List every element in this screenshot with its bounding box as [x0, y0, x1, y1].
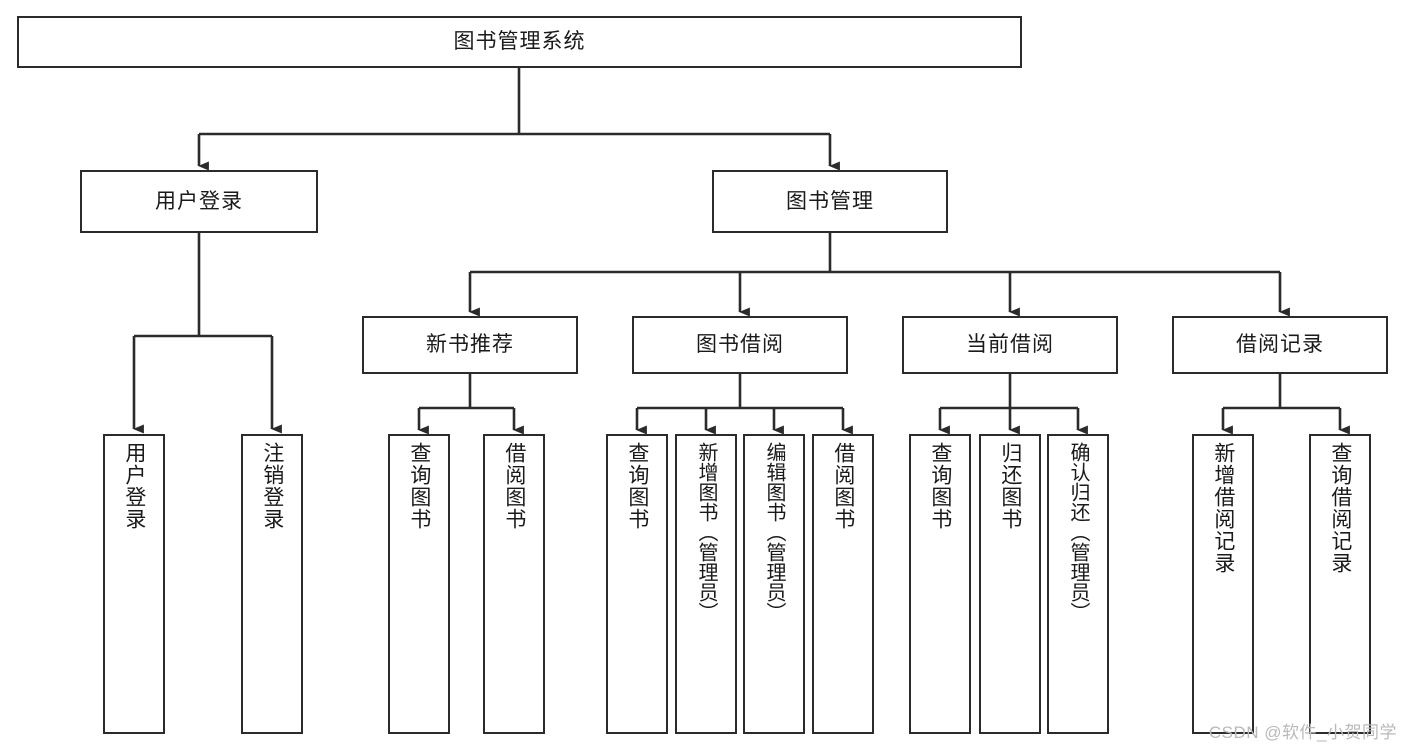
node-label: 图书管理系统 [453, 30, 586, 54]
node-book-manage[interactable]: 图书管理 [712, 170, 948, 233]
node-label: 当前借阅 [966, 333, 1054, 357]
node-label: 查询图书 [928, 442, 952, 530]
node-label: 归还图书 [998, 442, 1022, 530]
node-user-login[interactable]: 用户登录 [80, 170, 318, 233]
node-label: 查询图书 [407, 442, 431, 530]
node-leaf-edit-book[interactable]: 编辑图书（管理员） [743, 434, 805, 734]
node-leaf-query-book-3[interactable]: 查询图书 [909, 434, 971, 734]
node-current-borrow[interactable]: 当前借阅 [902, 316, 1118, 374]
node-label: 新书推荐 [426, 333, 514, 357]
node-label: 查询借阅记录 [1328, 442, 1352, 574]
node-leaf-borrow-book-1[interactable]: 借阅图书 [483, 434, 545, 734]
node-leaf-add-record[interactable]: 新增借阅记录 [1192, 434, 1254, 734]
node-label: 新增借阅记录 [1211, 442, 1235, 574]
node-label: 图书借阅 [696, 333, 784, 357]
watermark-text: CSDN @软件_小贺同学 [1208, 723, 1397, 742]
node-label: 用户登录 [155, 189, 243, 213]
node-label: 图书管理 [786, 189, 874, 213]
node-leaf-confirm-return[interactable]: 确认归还（管理员） [1047, 434, 1109, 734]
node-leaf-add-book[interactable]: 新增图书（管理员） [675, 434, 737, 734]
node-leaf-query-book-2[interactable]: 查询图书 [606, 434, 668, 734]
node-label: 借阅图书 [502, 442, 526, 530]
node-leaf-user-logout[interactable]: 注销登录 [241, 434, 303, 734]
node-label: 查询图书 [625, 442, 649, 530]
node-leaf-return-book[interactable]: 归还图书 [979, 434, 1041, 734]
node-label: 注销登录 [260, 442, 284, 530]
node-leaf-query-record[interactable]: 查询借阅记录 [1309, 434, 1371, 734]
node-root-system[interactable]: 图书管理系统 [17, 16, 1022, 68]
node-label: 新增图书（管理员） [695, 442, 717, 622]
node-label: 借阅记录 [1236, 333, 1324, 357]
node-leaf-query-book-1[interactable]: 查询图书 [388, 434, 450, 734]
node-borrow-record[interactable]: 借阅记录 [1172, 316, 1388, 374]
node-label: 借阅图书 [831, 442, 855, 530]
node-label: 编辑图书（管理员） [763, 442, 785, 622]
node-leaf-borrow-book-2[interactable]: 借阅图书 [812, 434, 874, 734]
node-leaf-user-login[interactable]: 用户登录 [103, 434, 165, 734]
node-label: 用户登录 [122, 442, 146, 530]
node-label: 确认归还（管理员） [1067, 442, 1089, 622]
node-new-book-recommend[interactable]: 新书推荐 [362, 316, 578, 374]
node-book-borrow[interactable]: 图书借阅 [632, 316, 848, 374]
